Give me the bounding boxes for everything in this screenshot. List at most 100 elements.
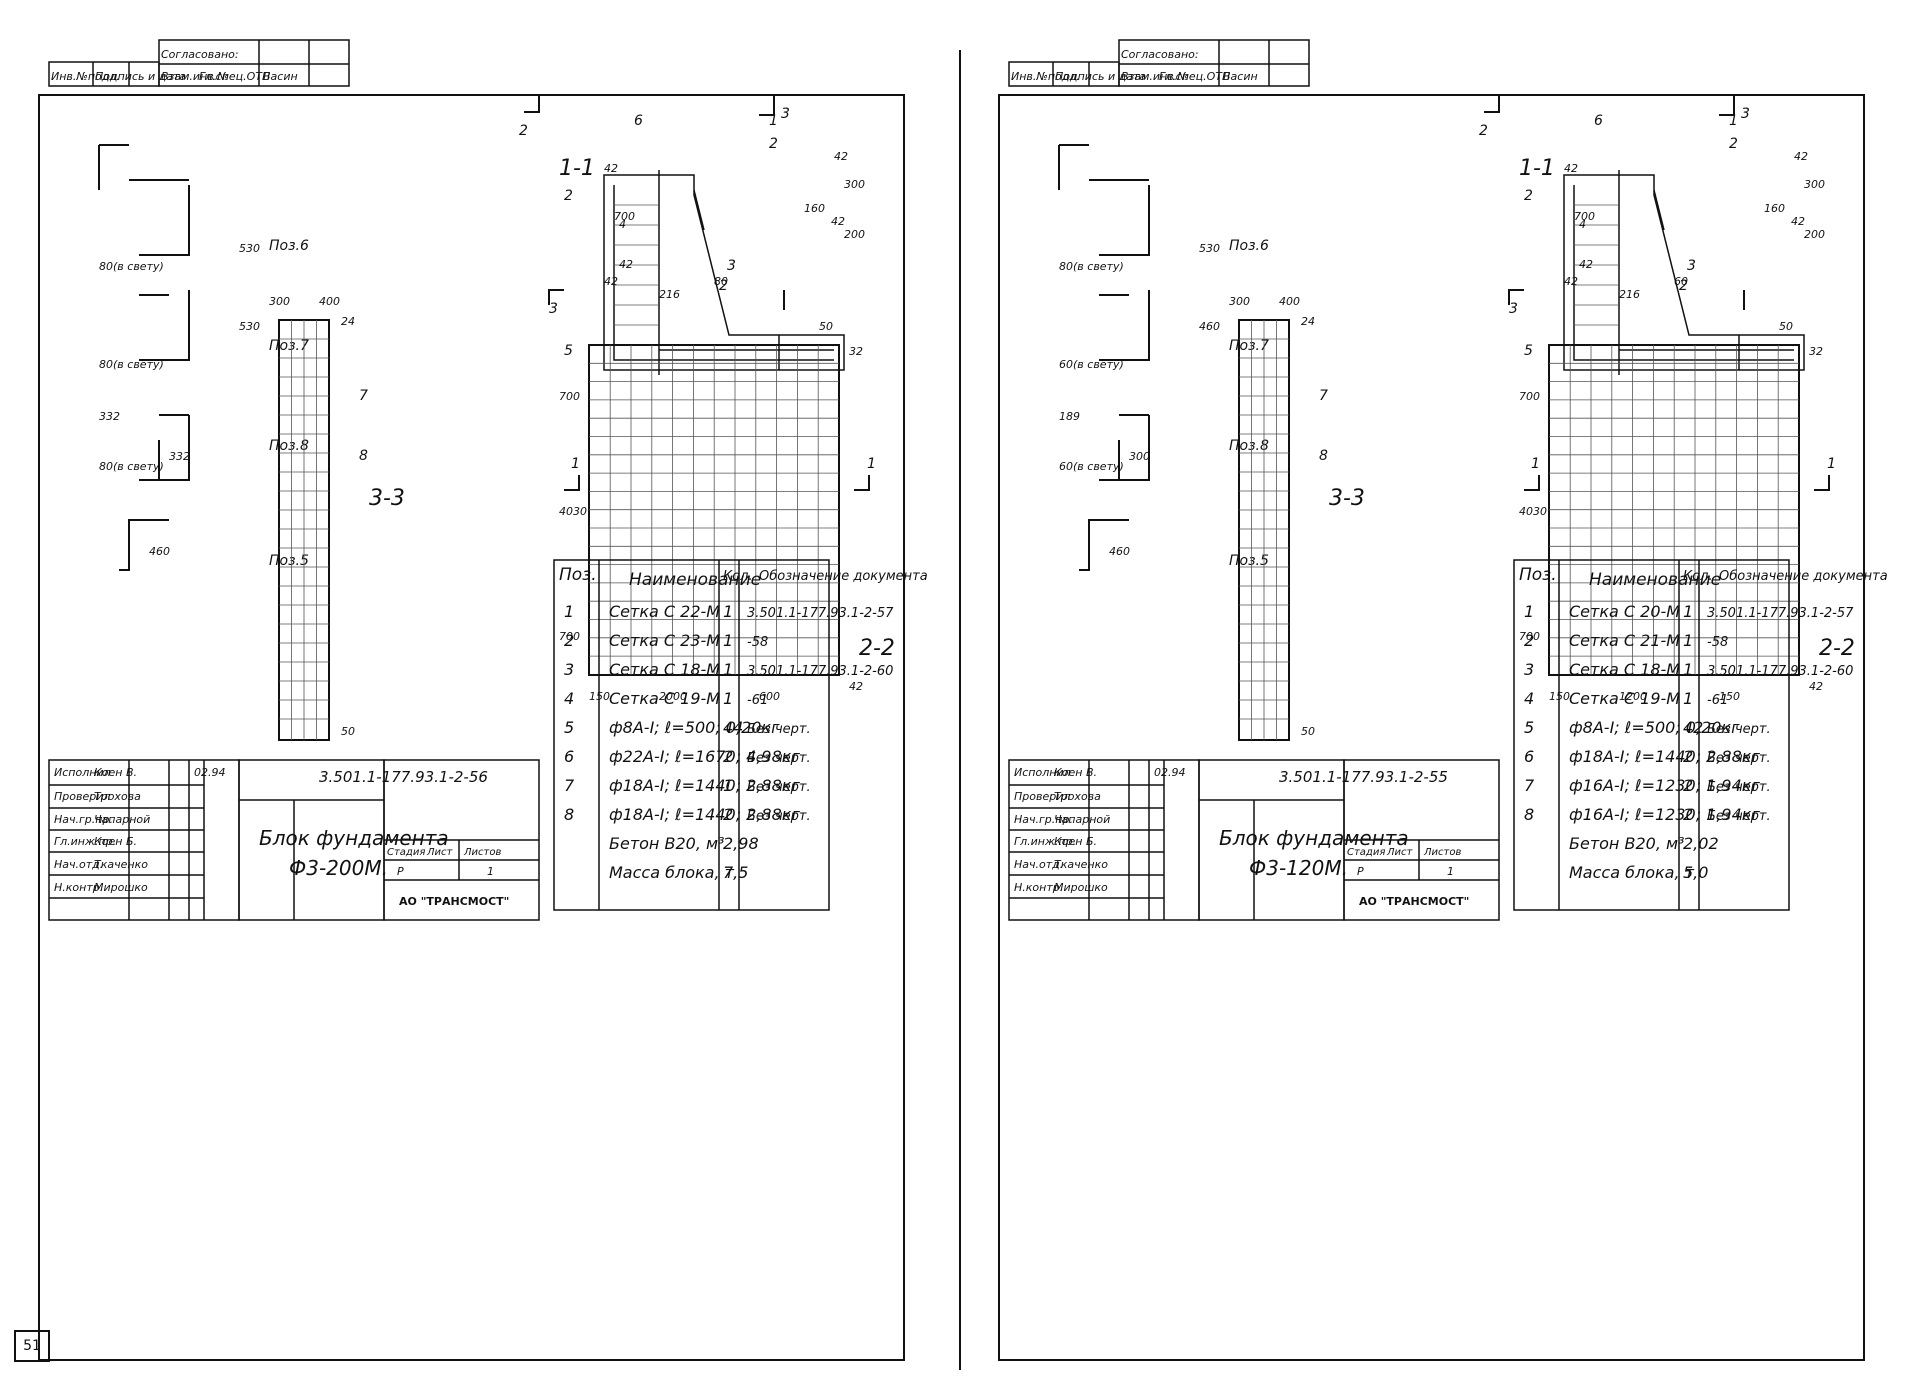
stamp-name: Мирошко bbox=[94, 881, 148, 894]
sec33-mark-8: 8 bbox=[1319, 448, 1328, 464]
spec-row-doc: Без черт. bbox=[747, 780, 811, 795]
spec-row-poz: 2 bbox=[1524, 631, 1534, 650]
pos-8-label: Поз.8 bbox=[269, 438, 309, 454]
hdr-gl-spec: Гл.спец.ОТП bbox=[1159, 70, 1230, 83]
spec-row-poz: 6 bbox=[564, 747, 574, 766]
sheet-frame bbox=[38, 94, 905, 1361]
stamp-name: Коен В. bbox=[1054, 766, 1097, 779]
sec33-dim-24: 24 bbox=[341, 315, 355, 328]
stamp-role: Н.контр. bbox=[1014, 881, 1063, 894]
stamp-role: Нач.гр.пр. bbox=[54, 813, 113, 826]
hdr-vasin: Васин bbox=[1223, 70, 1258, 83]
section-2-2-label: 2-2 bbox=[1819, 636, 1855, 661]
spec-row-doc: Без черт. bbox=[1707, 722, 1771, 737]
stamp-role: Нач.отд. bbox=[1014, 858, 1063, 871]
spec-row-poz: 8 bbox=[1524, 805, 1534, 824]
spec-row-qty: 5,0 bbox=[1683, 863, 1708, 882]
cut-mark-1-right: 1 bbox=[867, 456, 876, 472]
plan-dim-total: 4030 bbox=[1519, 505, 1547, 518]
plan-dim-50: 50 bbox=[1779, 320, 1793, 333]
sec11-dim-200: 200 bbox=[844, 228, 865, 241]
stamp-name: Трохова bbox=[1054, 790, 1101, 803]
sec33-dim-50: 50 bbox=[1301, 725, 1315, 738]
stamp-role: Гл.инж.пр. bbox=[54, 835, 116, 848]
sec11-dim-300: 300 bbox=[1804, 178, 1825, 191]
plan-dim-32: 32 bbox=[1809, 345, 1823, 358]
spec-row-name: ф8А-I; ℓ=500; 0,20кг bbox=[1569, 718, 1740, 737]
sec11-mark-5: 5 bbox=[564, 343, 573, 359]
spec-row-qty: 2,02 bbox=[1683, 834, 1719, 853]
hdr-inv-podl: Инв.№подл. bbox=[1011, 70, 1080, 83]
spec-row-name: Сетка С 22-М bbox=[609, 602, 720, 621]
sec11-mark-2: 2 bbox=[564, 188, 573, 204]
spec-row-qty: 1 bbox=[723, 776, 733, 795]
spec-row-name: ф22А-I; ℓ=1670; 4,98кг bbox=[609, 747, 800, 766]
spec-row-name: Сетка С 23-М bbox=[609, 631, 720, 650]
stamp-name: Чапарной bbox=[94, 813, 150, 826]
spec-row-doc: -61 bbox=[1707, 693, 1728, 708]
p8-h: 60(в свету) bbox=[1059, 460, 1124, 473]
spec-row-qty: 2 bbox=[723, 747, 733, 766]
title-line-1: Блок фундамента bbox=[259, 826, 449, 850]
stamp-name: Мирошко bbox=[1054, 881, 1108, 894]
hdr-vasin: Васин bbox=[263, 70, 298, 83]
spec-row-name: Сетка С 19-М bbox=[1569, 689, 1680, 708]
list-label: Лист bbox=[1386, 847, 1414, 858]
list-label: Лист bbox=[426, 847, 454, 858]
sec11-dim-42c: 42 bbox=[604, 275, 618, 288]
spec-row-doc: Без черт. bbox=[747, 751, 811, 766]
sec11-mark-3: 3 bbox=[1687, 258, 1696, 274]
spec-row-doc: 3.501.1-177.93.1-2-57 bbox=[1707, 606, 1854, 621]
sec11-dim-4: 4 bbox=[1579, 218, 1586, 231]
stamp-role: Нач.гр.пр. bbox=[1014, 813, 1073, 826]
spec-row-poz: 7 bbox=[1524, 776, 1535, 795]
stamp-name: Ткаченко bbox=[1054, 858, 1108, 871]
spec-head-doc: Обозначение документа bbox=[1719, 569, 1888, 584]
plan-dim-42: 42 bbox=[1809, 680, 1823, 693]
hdr-soglas: Согласовано: bbox=[161, 48, 239, 61]
sec11-dim-4: 4 bbox=[619, 218, 626, 231]
stamp-role: Исполнил bbox=[1014, 766, 1071, 779]
spec-row-poz: 3 bbox=[564, 660, 574, 679]
pos-7-label: Поз.7 bbox=[1229, 338, 1269, 354]
spec-row-doc: Без черт. bbox=[1707, 780, 1771, 795]
section-3-3: 3-3 300 400 24 50 7 8 bbox=[1229, 295, 1365, 741]
sec11-mark-5: 5 bbox=[1524, 343, 1533, 359]
spec-row-doc: 3.501.1-177.93.1-2-60 bbox=[1707, 664, 1853, 679]
sec11-mark-2: 2 bbox=[1524, 188, 1533, 204]
plan-dim-total: 4030 bbox=[559, 505, 587, 518]
p8-top: 189 bbox=[1059, 410, 1080, 423]
pos-6-label: Поз.6 bbox=[269, 238, 309, 254]
sheet-divider bbox=[959, 50, 961, 1370]
spec-row-poz: 4 bbox=[1524, 689, 1534, 708]
sec11-dim-80: 80 bbox=[714, 275, 728, 288]
p8-top: 332 bbox=[99, 410, 120, 423]
plan-2-2: 2-2 4030 700 700 2000 600 150 50 32 42 1… bbox=[559, 320, 895, 703]
plan-dim-w: 1200 bbox=[1619, 690, 1647, 703]
sec11-dim-42a: 42 bbox=[1564, 162, 1578, 175]
p8-h: 80(в свету) bbox=[99, 460, 164, 473]
spec-row-doc: Без черт. bbox=[1707, 751, 1771, 766]
cut-mark-3-top: 3 bbox=[1741, 106, 1750, 122]
stamp-role: Исполнил bbox=[54, 766, 111, 779]
sec33-dim-b: 400 bbox=[319, 295, 340, 308]
hdr-vzam: Взам.инв.№ bbox=[161, 70, 229, 83]
section-1-1: 1-1 2 5 1 6 3 2 700 42 4 42 42 216 60 42… bbox=[1479, 95, 1825, 375]
doc-code: 3.501.1-177.93.1-2-55 bbox=[1279, 768, 1448, 786]
sec33-dim-50: 50 bbox=[341, 725, 355, 738]
stadia-value: Р bbox=[397, 865, 404, 878]
header-strip: Инв.№подл. Подпись и дата Взам.инв.№ Сог… bbox=[1008, 39, 1310, 87]
plan-dim-50: 50 bbox=[819, 320, 833, 333]
stamp-name: Трохова bbox=[94, 790, 141, 803]
stamp-name: Коен Б. bbox=[94, 835, 137, 848]
sec11-dim-42e: 42 bbox=[831, 215, 845, 228]
spec-row-doc: 3.501.1-177.93.1-2-60 bbox=[747, 664, 893, 679]
organization-name: АО "ТРАНСМОСТ" bbox=[399, 895, 509, 908]
stamp-role: Н.контр. bbox=[54, 881, 103, 894]
spec-row-doc: Без черт. bbox=[747, 722, 811, 737]
hdr-soglas: Согласовано: bbox=[1121, 48, 1199, 61]
spec-row-doc: Без черт. bbox=[1707, 809, 1771, 824]
spec-row-qty: 42 bbox=[1683, 718, 1703, 737]
